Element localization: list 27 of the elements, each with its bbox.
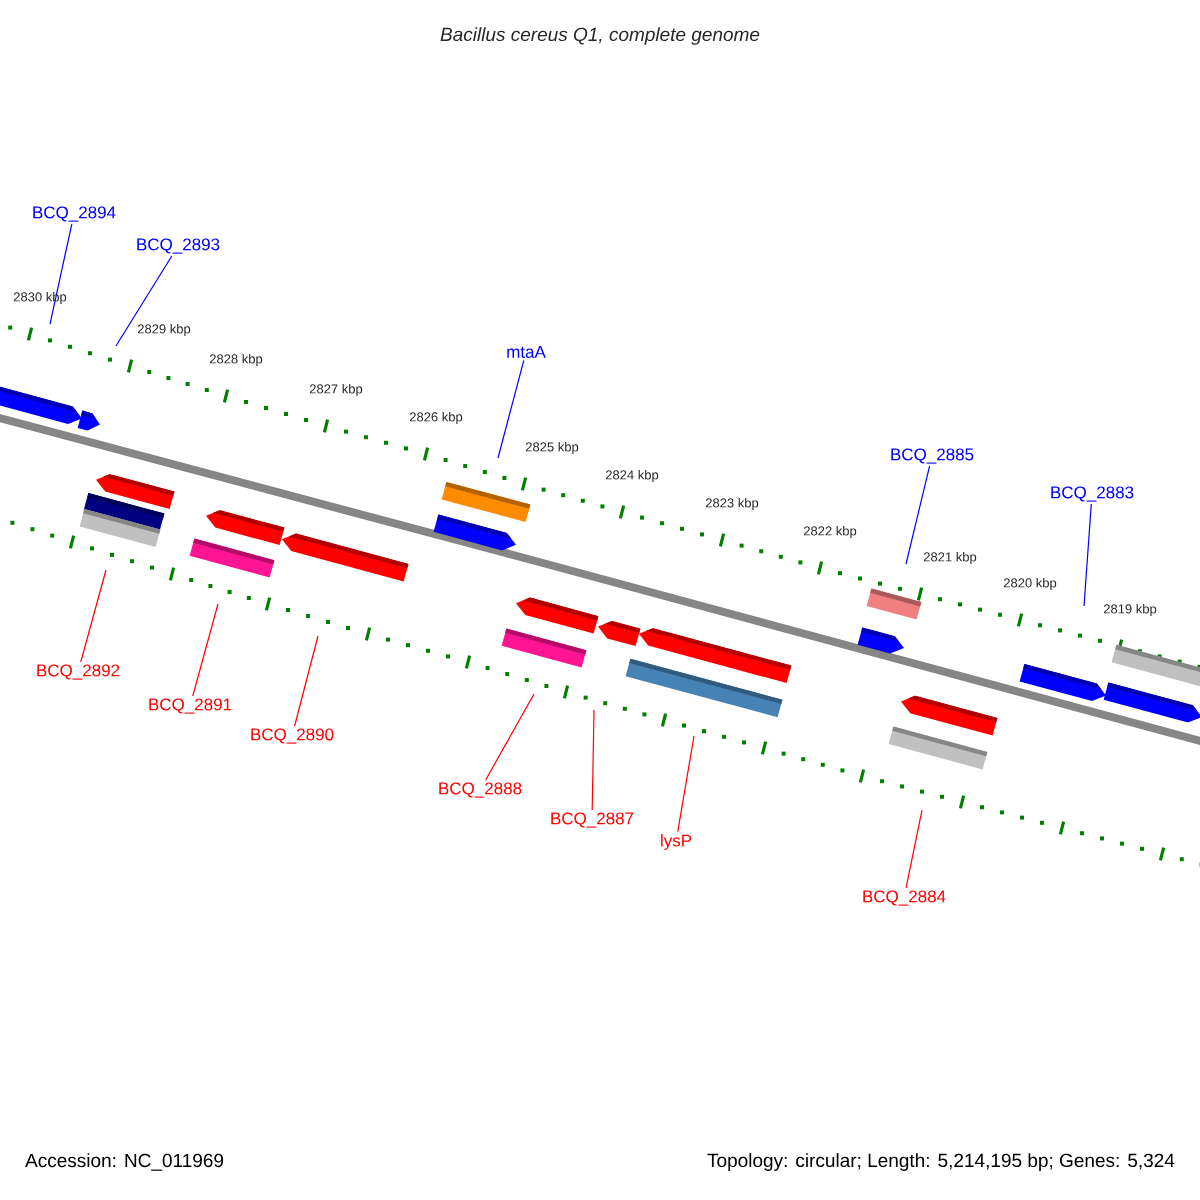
leader-line	[905, 465, 931, 565]
gene-label: lysP	[661, 834, 692, 850]
gene-label: BCQ_2891	[149, 698, 232, 714]
gene-label: BCQ_2885	[891, 448, 974, 464]
leader-line	[115, 255, 173, 347]
gene-label: BCQ_2894	[33, 206, 116, 222]
gene-label: BCQ_2884	[863, 890, 946, 906]
gene-label: BCQ_2893	[137, 238, 220, 254]
gene-label: BCQ_2888	[439, 782, 522, 798]
leader-line	[192, 603, 219, 697]
title: Bacillus cereus Q1, complete genome	[440, 27, 760, 45]
accession-label: Accession: NC_011969	[25, 1153, 224, 1171]
leader-line	[677, 735, 695, 833]
leader-line	[497, 359, 525, 459]
leader-line	[294, 635, 319, 727]
leader-line	[1083, 503, 1092, 607]
gene-label: BCQ_2890	[251, 728, 334, 744]
leader-line	[49, 223, 73, 325]
genome-info: Topology: circular; Length: 5,214,195 bp; Genes: 5,324	[707, 1153, 1175, 1171]
leader-line	[485, 693, 535, 781]
gene-label: mtaA	[507, 346, 546, 358]
leader-line	[591, 709, 595, 811]
gene-label: BCQ_2892	[37, 664, 120, 680]
leader-line	[905, 809, 923, 889]
gene-label: BCQ_2887	[551, 812, 634, 828]
gene-label: BCQ_2883	[1051, 486, 1134, 502]
leader-line	[80, 569, 107, 663]
